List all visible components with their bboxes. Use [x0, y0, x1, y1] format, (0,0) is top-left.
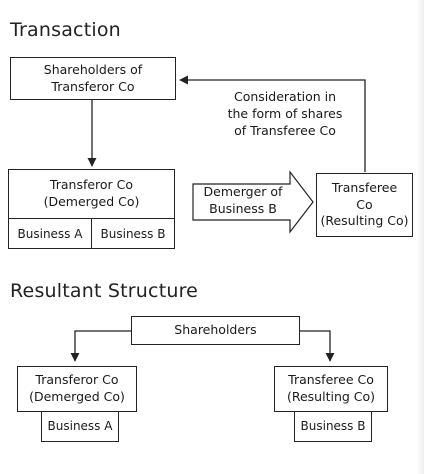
- shareholders-of-transferor-label: Shareholders of Transferor Co: [43, 61, 143, 94]
- arrow-shareholders-to-resultant-transferor: [70, 330, 131, 362]
- resultant-transferee-co-label: Transferee Co (Resulting Co): [286, 372, 376, 404]
- resultant-structure-heading: Resultant Structure: [10, 280, 199, 302]
- transferor-businesses-row: Business A Business B: [8, 218, 175, 249]
- resultant-transferor-co-box: Transferor Co (Demerged Co): [17, 366, 137, 412]
- transferor-co-box: Transferor Co (Demerged Co): [8, 169, 175, 218]
- right-edge-shadow: [416, 0, 424, 474]
- resultant-shareholders-label: Shareholders: [174, 322, 257, 338]
- arrow-consideration-return: [179, 75, 366, 172]
- transaction-business-a-cell: Business A: [9, 219, 92, 248]
- shareholders-of-transferor-box: Shareholders of Transferor Co: [10, 57, 176, 100]
- resultant-business-b-box: Business B: [294, 411, 372, 442]
- consideration-label: Consideration in the form of shares of T…: [227, 89, 343, 138]
- demerger-block-arrow: [192, 170, 314, 234]
- resultant-transferor-co-label: Transferor Co (Demerged Co): [29, 372, 125, 404]
- transferee-co-label: Transferee Co (Resulting Co): [320, 179, 409, 229]
- resultant-transferee-co-box: Transferee Co (Resulting Co): [274, 366, 388, 412]
- resultant-business-a-box: Business A: [41, 411, 119, 442]
- transferee-co-box: Transferee Co (Resulting Co): [316, 173, 413, 237]
- demerger-arrow-label: Demerger of Business B: [203, 184, 283, 216]
- transaction-business-b-cell: Business B: [100, 226, 166, 241]
- arrow-shareholders-to-resultant-transferee: [300, 330, 335, 362]
- transaction-heading: Transaction: [10, 19, 121, 41]
- transferor-co-label: Transferor Co (Demerged Co): [43, 177, 140, 209]
- resultant-shareholders-box: Shareholders: [131, 316, 300, 345]
